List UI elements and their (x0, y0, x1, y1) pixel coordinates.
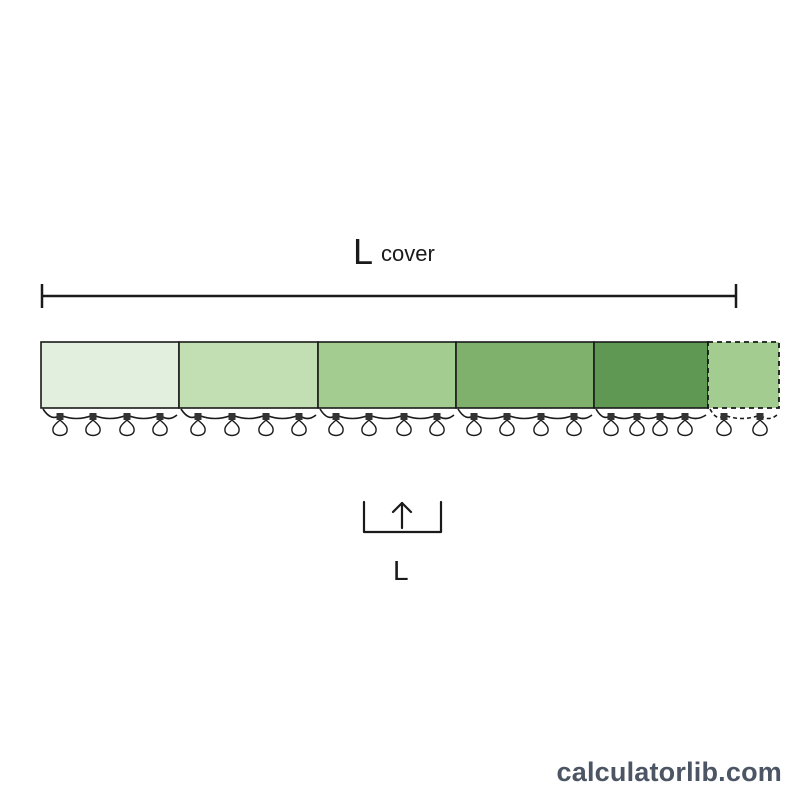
light-segment (317, 341, 457, 437)
bulb-icon (603, 413, 619, 437)
segment-box (455, 341, 595, 409)
bulb-icon (677, 413, 693, 437)
bulb-icon (629, 413, 645, 437)
light-segments (40, 341, 780, 437)
bulb-icon (224, 413, 240, 437)
light-segment (178, 341, 319, 437)
cover-length-symbol: L (353, 231, 373, 272)
unit-length-bracket (362, 500, 443, 534)
partial-light-segment (707, 341, 780, 437)
unit-length-label: L (393, 555, 409, 586)
bulb-icon (499, 413, 515, 437)
bulb-icon (361, 413, 377, 437)
bulb-icon (652, 413, 668, 437)
cover-length-subscript: cover (381, 241, 435, 266)
bulb-icon (258, 413, 274, 437)
light-wire (709, 408, 778, 420)
partial-segment-box (707, 341, 780, 409)
segment-box (593, 341, 709, 409)
bulb-icon (752, 413, 768, 437)
bulb-icon (85, 413, 101, 437)
bulb-icon (291, 413, 307, 437)
bulb-icon (429, 413, 445, 437)
bulb-icon (716, 413, 732, 437)
segment-box (40, 341, 180, 409)
bulb-icon (119, 413, 135, 437)
light-segment (40, 341, 180, 437)
bulb-icon (52, 413, 68, 437)
bulb-icon (466, 413, 482, 437)
bulb-icon (328, 413, 344, 437)
light-segment (455, 341, 595, 437)
bulb-icon (533, 413, 549, 437)
cover-dimension-line (40, 284, 738, 308)
segment-box (178, 341, 319, 409)
segment-box (317, 341, 457, 409)
bulb-icon (152, 413, 168, 437)
bulb-icon (190, 413, 206, 437)
site-watermark: calculatorlib.com (556, 757, 782, 787)
bulb-icon (396, 413, 412, 437)
bulb-icon (566, 413, 582, 437)
light-segment (593, 341, 709, 437)
